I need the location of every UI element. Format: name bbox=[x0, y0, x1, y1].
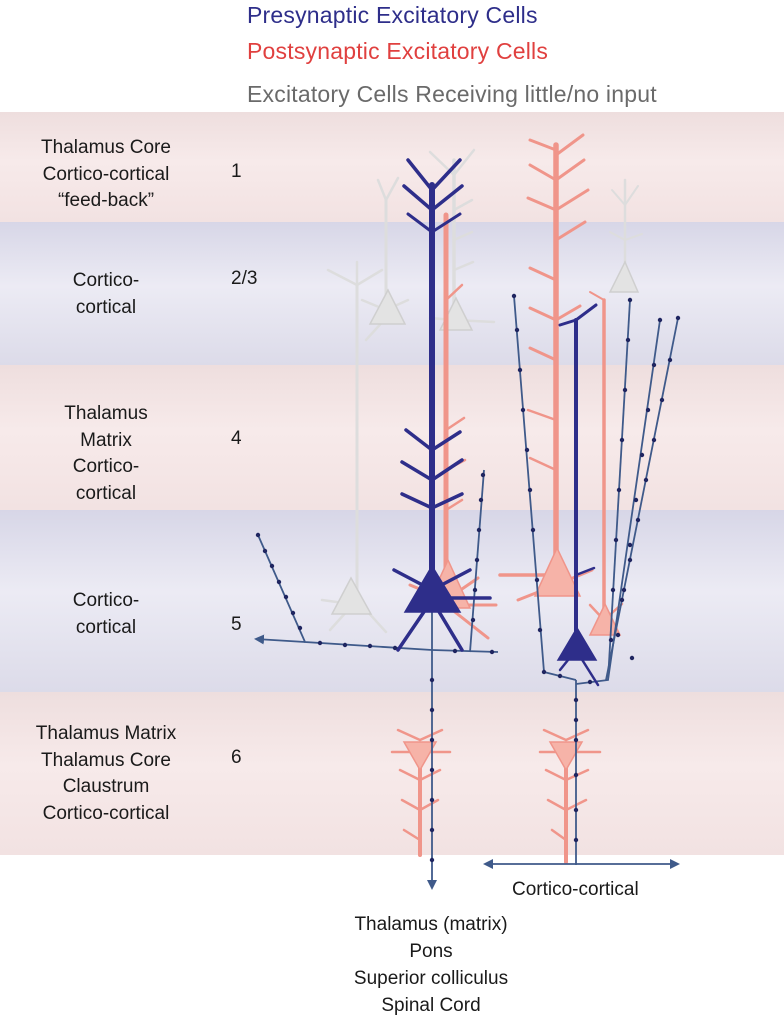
synaptic-boutons bbox=[255, 293, 681, 863]
layer6-output-label: Cortico-cortical bbox=[512, 879, 639, 900]
output-target: Pons bbox=[409, 941, 453, 962]
input-label: cortical bbox=[75, 616, 137, 638]
layer-5-band bbox=[0, 510, 784, 692]
presynaptic-axon-collaterals bbox=[254, 295, 680, 890]
output-target: Spinal Cord bbox=[381, 995, 481, 1016]
input-label: Cortico- bbox=[72, 270, 140, 291]
layer-1-band bbox=[0, 112, 784, 222]
legend-presynaptic: Presynaptic Excitatory Cells bbox=[247, 2, 538, 28]
input-label: Cortico-cortical bbox=[42, 802, 170, 824]
input-label: Thalamus Matrix bbox=[35, 723, 177, 744]
no-input-cell-layer2-3-b bbox=[428, 148, 496, 331]
layer-4-number: 4 bbox=[231, 428, 242, 449]
input-label: Thalamus bbox=[64, 403, 148, 424]
output-target: Thalamus (matrix) bbox=[354, 914, 508, 935]
no-input-cell-layer2-3-a bbox=[360, 176, 410, 342]
input-label: Cortico- bbox=[72, 590, 140, 611]
layer-4-inputs: Thalamus Matrix Cortico- cortical bbox=[0, 401, 212, 507]
input-label: Thalamus Core bbox=[41, 749, 171, 771]
input-label: Cortico- bbox=[72, 456, 140, 477]
postsynaptic-cell-layer6-left bbox=[390, 728, 452, 857]
output-target: Superior colliculus bbox=[353, 968, 509, 989]
layer-6-band bbox=[0, 692, 784, 855]
layer-2-3-number: 2/3 bbox=[231, 268, 258, 289]
input-label: Matrix bbox=[80, 429, 132, 451]
layer-1-number: 1 bbox=[231, 161, 242, 182]
layer-2-3-band bbox=[0, 222, 784, 365]
layer-5-inputs: Cortico- cortical bbox=[0, 588, 212, 641]
no-input-cell-layer5 bbox=[320, 260, 388, 634]
input-label: cortical bbox=[75, 296, 137, 318]
postsynaptic-cell-layer6-right bbox=[538, 728, 602, 864]
legend-postsynaptic: Postsynaptic Excitatory Cells bbox=[247, 38, 549, 64]
layer-6-number: 6 bbox=[231, 747, 242, 768]
layer-5-number: 5 bbox=[231, 614, 242, 635]
layer-2-3-inputs: Cortico- cortical bbox=[0, 268, 212, 321]
input-label: Cortico-cortical bbox=[42, 163, 170, 185]
input-label: cortical bbox=[75, 482, 137, 504]
layer5-output-targets: Thalamus (matrix) Pons Superior collicul… bbox=[334, 911, 528, 1019]
legend-no-input: Excitatory Cells Receiving little/no inp… bbox=[247, 81, 657, 107]
layer-6-inputs: Thalamus Matrix Thalamus Core Claustrum … bbox=[0, 721, 212, 827]
input-label: Claustrum bbox=[62, 776, 150, 797]
layer-1-inputs: Thalamus Core Cortico-cortical “feed-bac… bbox=[0, 135, 212, 215]
postsynaptic-cell-layer5-right bbox=[588, 291, 624, 636]
no-input-cell-small bbox=[608, 178, 643, 293]
presynaptic-cell-layer5-small bbox=[556, 303, 600, 687]
input-label: “feed-back” bbox=[57, 190, 155, 211]
presynaptic-cell-layer5-large bbox=[392, 158, 492, 652]
postsynaptic-cell-layer5-mid bbox=[498, 133, 594, 602]
input-label: Thalamus Core bbox=[41, 137, 171, 158]
